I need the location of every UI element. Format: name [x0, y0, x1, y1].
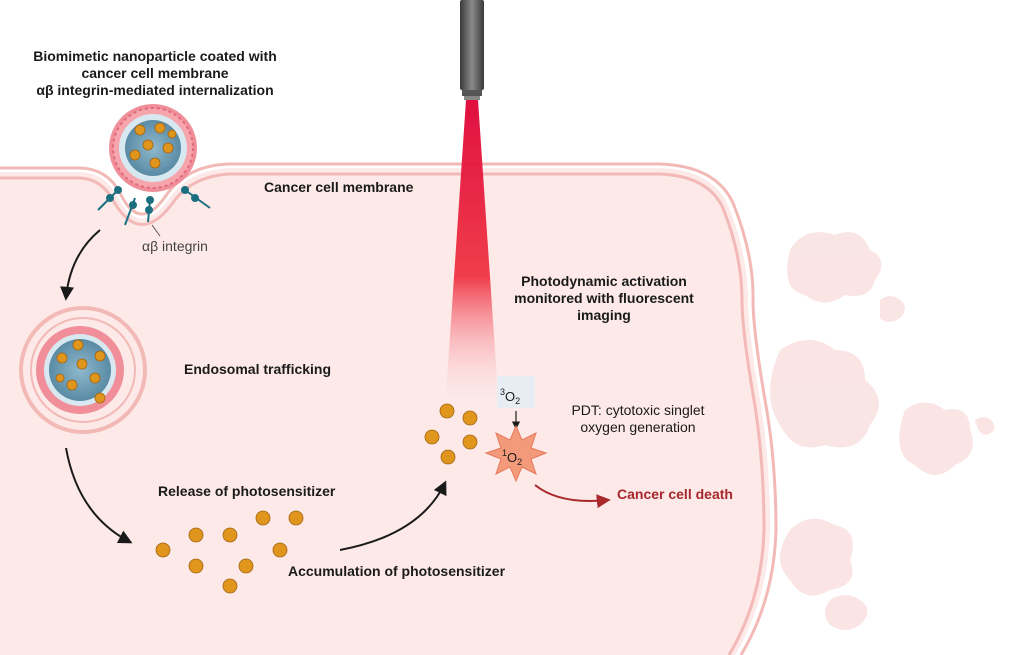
released-photosensitizer — [155, 510, 304, 594]
pdt-label: PDT: cytotoxic singlet oxygen generation — [548, 402, 728, 436]
singlet-oxygen-star — [484, 424, 548, 483]
singlet-oxygen-label: 1O2 — [502, 445, 522, 471]
endosome — [19, 306, 147, 434]
triplet-oxygen-box — [497, 376, 535, 408]
cell-debris — [770, 232, 995, 630]
arrow-to-cell-death — [534, 484, 611, 509]
photodynamic-label-line1: Photodynamic activation — [521, 273, 687, 289]
photodynamic-label: Photodynamic activation monitored with f… — [494, 273, 714, 324]
photodynamic-label-line3: imaging — [577, 307, 631, 323]
microscope-objective — [460, 0, 484, 100]
release-label: Release of photosensitizer — [158, 483, 336, 499]
arrow-to-endosome — [60, 229, 101, 301]
singlet-oxygen-base: O — [507, 450, 518, 465]
cancer-cell-membrane-outer — [0, 162, 778, 655]
integrin-receptors — [97, 186, 211, 226]
nanoparticle-label-line3: αβ integrin-mediated internalization — [36, 82, 274, 98]
pdt-label-line1: PDT: cytotoxic singlet — [571, 402, 705, 418]
cell-death-label: Cancer cell death — [617, 486, 733, 502]
singlet-oxygen-sup: 1 — [502, 448, 508, 458]
nanoparticle-label-line1: Biomimetic nanoparticle coated with — [33, 48, 277, 64]
triplet-oxygen-sub: 2 — [515, 396, 521, 406]
singlet-oxygen-sub: 2 — [517, 457, 523, 467]
integrin-pointer — [151, 224, 161, 237]
arrow-to-release — [65, 447, 133, 544]
accumulated-photosensitizer — [424, 403, 478, 465]
biomimetic-nanoparticle — [109, 104, 197, 192]
triplet-oxygen-base: O — [505, 389, 516, 404]
cancer-cell-membrane-inner — [0, 172, 766, 655]
nanoparticle-label: Biomimetic nanoparticle coated with canc… — [10, 48, 300, 99]
endosomal-label: Endosomal trafficking — [184, 361, 332, 377]
nanoparticle-label-line2: cancer cell membrane — [81, 65, 229, 81]
pdt-label-line2: oxygen generation — [580, 419, 696, 435]
triplet-oxygen-label: 3O2 — [500, 384, 520, 410]
arrow-to-accumulation — [339, 480, 447, 551]
laser-beam — [446, 100, 498, 395]
accumulation-label: Accumulation of photosensitizer — [288, 563, 506, 579]
membrane-label: Cancer cell membrane — [264, 179, 414, 195]
triplet-oxygen-sup: 3 — [500, 387, 506, 397]
photodynamic-label-line2: monitored with fluorescent — [514, 290, 694, 306]
integrin-label: αβ integrin — [142, 238, 208, 254]
